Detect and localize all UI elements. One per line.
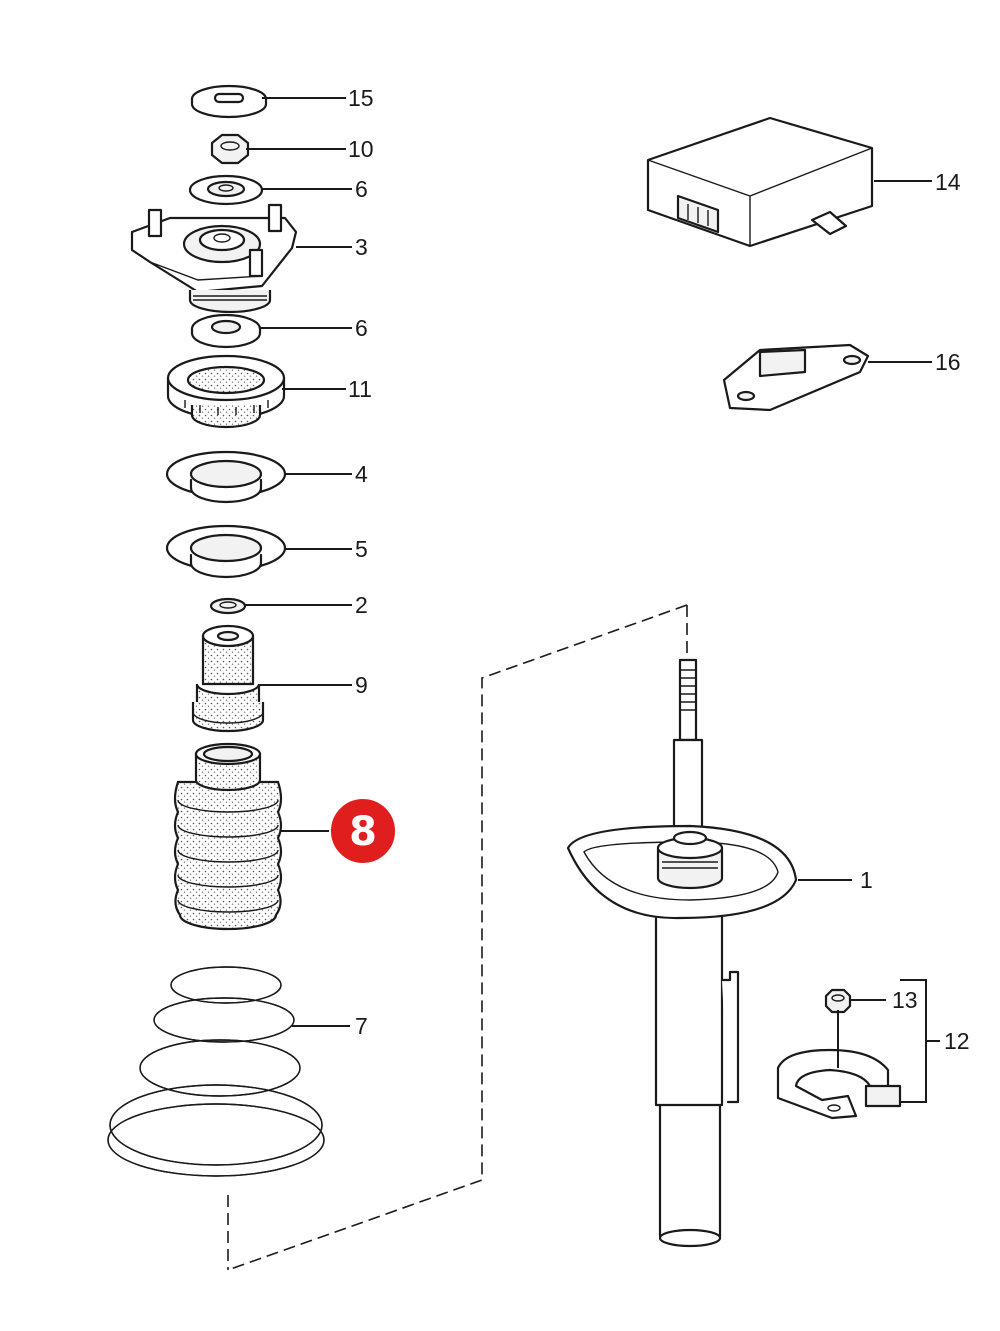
label-12: 12 xyxy=(944,1028,970,1054)
label-7: 7 xyxy=(355,1013,368,1039)
part-10-nut xyxy=(210,133,250,165)
label-2: 2 xyxy=(355,592,368,618)
label-6-lower: 6 xyxy=(355,315,368,341)
part-8-gaiter xyxy=(173,742,283,931)
part-6-washer-upper xyxy=(188,174,264,206)
label-10: 10 xyxy=(348,136,374,162)
highlight-badge-8[interactable]: 8 xyxy=(329,797,397,865)
part-15-cap xyxy=(190,84,268,119)
part-13-nut xyxy=(824,988,852,1014)
part-6-washer-lower xyxy=(190,313,262,349)
label-5: 5 xyxy=(355,536,368,562)
label-6-upper: 6 xyxy=(355,176,368,202)
part-16-bracket xyxy=(722,343,870,412)
label-11: 11 xyxy=(348,376,372,402)
leader-lines xyxy=(244,97,940,1103)
label-16: 16 xyxy=(935,349,961,375)
badge-circle xyxy=(329,797,397,865)
label-1: 1 xyxy=(860,867,873,893)
callout-labels: 15 10 6 3 6 11 4 5 2 9 7 1 14 16 13 12 xyxy=(348,85,970,1054)
part-1-strut xyxy=(566,658,798,1248)
part-9-bump-stop xyxy=(191,624,265,733)
label-3: 3 xyxy=(355,234,368,260)
badge-label: 8 xyxy=(349,809,377,855)
part-12-clamp xyxy=(776,1048,902,1120)
part-2-ring xyxy=(209,597,247,615)
label-4: 4 xyxy=(355,461,368,487)
part-7-coil-spring xyxy=(107,966,325,1177)
label-14: 14 xyxy=(935,169,961,195)
part-5-spring-seat xyxy=(165,524,287,579)
assembly-dashed-frame xyxy=(227,604,688,1271)
part-14-control-unit xyxy=(646,116,874,248)
label-15: 15 xyxy=(348,85,374,111)
label-13: 13 xyxy=(892,987,918,1013)
part-4-spring-seat xyxy=(165,450,287,504)
label-9: 9 xyxy=(355,672,368,698)
part-11-bearing xyxy=(166,354,286,429)
part-3-top-mount xyxy=(130,203,298,314)
